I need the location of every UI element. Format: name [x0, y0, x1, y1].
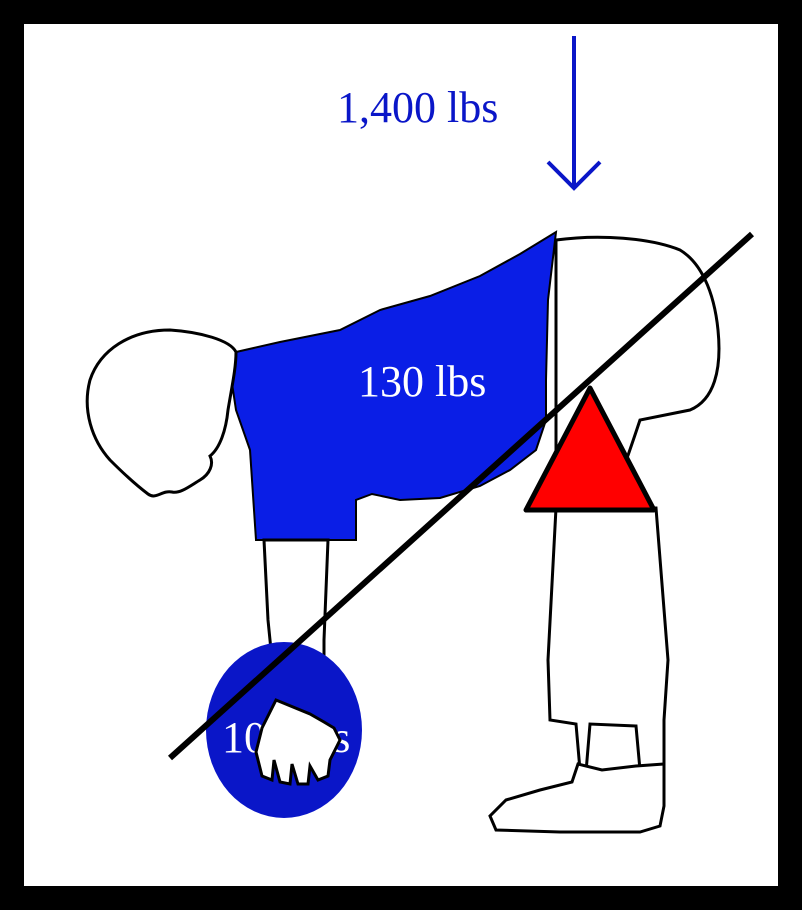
torso-weight-label: 130 lbs: [358, 357, 486, 406]
load-force-label: 1,400 lbs: [337, 83, 498, 132]
